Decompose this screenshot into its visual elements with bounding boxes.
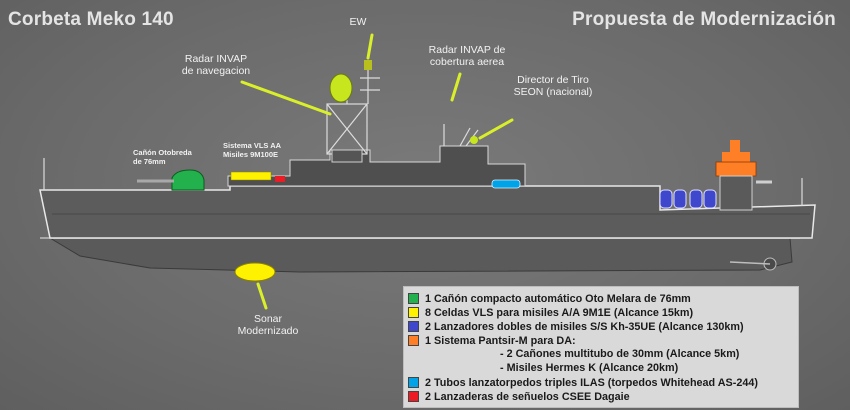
label-radar-cobertura: Radar INVAP de cobertura aerea bbox=[428, 44, 506, 68]
superstructure bbox=[227, 145, 526, 187]
legend-box: 1 Cañón compacto automático Oto Melara d… bbox=[403, 286, 799, 408]
diagram-title: Corbeta Meko 140 bbox=[8, 9, 174, 30]
diagram-subtitle: Propuesta de Modernización bbox=[572, 9, 836, 30]
pantsir-system bbox=[715, 140, 772, 211]
legend-text: 2 Lanzadores dobles de misiles S/S Kh-35… bbox=[425, 320, 744, 333]
legend-swatch bbox=[408, 307, 419, 318]
director-tiro bbox=[470, 136, 478, 144]
label-sonar: Sonar Modernizado bbox=[237, 313, 299, 337]
label-ew: EW bbox=[349, 16, 367, 28]
legend-swatch bbox=[408, 293, 419, 304]
legend-item: 2 Lanzadores dobles de misiles S/S Kh-35… bbox=[408, 320, 744, 333]
legend-text: 2 Tubos lanzatorpedos triples ILAS (torp… bbox=[425, 376, 758, 389]
torpedo-tubes bbox=[491, 179, 521, 189]
decoy-launcher bbox=[275, 176, 285, 182]
legend-text: 1 Sistema Pantsir-M para DA: bbox=[425, 334, 576, 347]
hull bbox=[39, 185, 816, 239]
legend-item: 2 Tubos lanzatorpedos triples ILAS (torp… bbox=[408, 376, 758, 389]
label-director-tiro: Director de Tiro SEON (nacional) bbox=[513, 74, 593, 98]
radar-nav-dome bbox=[329, 73, 353, 103]
legend-text: 8 Celdas VLS para misiles A/A 9M1E (Alca… bbox=[425, 306, 694, 319]
label-canon: Cañón Otobreda de 76mm bbox=[133, 148, 192, 166]
legend-swatch bbox=[408, 377, 419, 388]
kh35-launchers bbox=[659, 189, 717, 209]
legend-item: 2 Lanzaderas de señuelos CSEE Dagaie bbox=[408, 390, 630, 403]
legend-swatch bbox=[408, 391, 419, 402]
label-vls: Sistema VLS AA Misiles 9M100E bbox=[223, 141, 282, 159]
gun-76mm bbox=[137, 169, 205, 191]
legend-subitem: - Misiles Hermes K (Alcance 20km) bbox=[500, 362, 679, 374]
legend-subitem: - 2 Cañones multitubo de 30mm (Alcance 5… bbox=[500, 348, 740, 360]
legend-text: 1 Cañón compacto automático Oto Melara d… bbox=[425, 292, 691, 305]
vls-cells bbox=[230, 171, 272, 181]
hull-underwater bbox=[48, 237, 793, 273]
legend-swatch bbox=[408, 335, 419, 346]
legend-item: 1 Sistema Pantsir-M para DA: bbox=[408, 334, 576, 347]
legend-item: 1 Cañón compacto automático Oto Melara d… bbox=[408, 292, 691, 305]
label-radar-nav: Radar INVAP de navegacion bbox=[181, 53, 251, 77]
legend-swatch bbox=[408, 321, 419, 332]
sonar-dome bbox=[234, 262, 276, 282]
legend-text: 2 Lanzaderas de señuelos CSEE Dagaie bbox=[425, 390, 630, 403]
callout-lines bbox=[240, 33, 514, 310]
legend-item: 8 Celdas VLS para misiles A/A 9M1E (Alca… bbox=[408, 306, 693, 319]
